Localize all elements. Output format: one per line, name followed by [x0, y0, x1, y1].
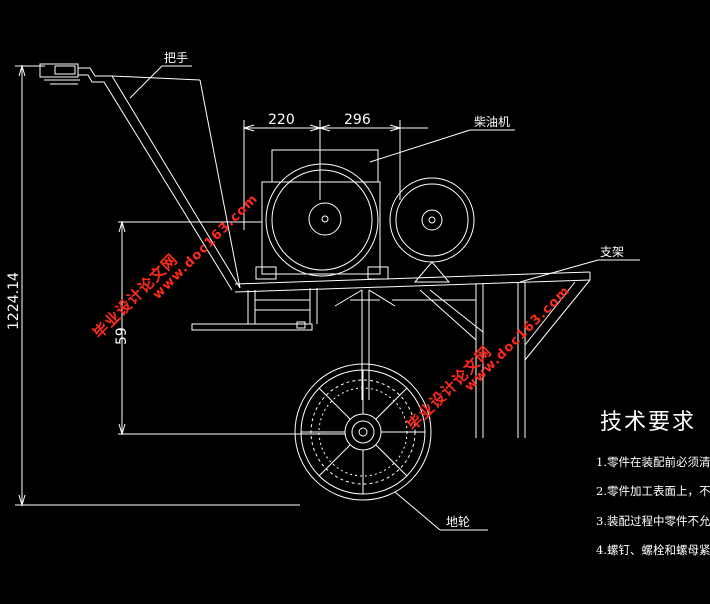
cad-drawing: 220 296 1224.14 59 把手 柴油机 支架 地轮 — [6, 51, 640, 531]
overall-height-dimension — [15, 64, 300, 507]
tech-requirement-item: 2.零件加工表面上，不 — [596, 484, 710, 498]
frame — [191, 271, 591, 438]
handle-bar — [39, 63, 241, 291]
dim-296: 296 — [344, 112, 371, 128]
dim-220: 220 — [268, 112, 295, 128]
label-frame: 支架 — [600, 245, 624, 259]
leader-lines — [129, 65, 640, 531]
label-handle: 把手 — [164, 51, 188, 65]
ground-wheel — [294, 363, 432, 501]
diesel-engine — [255, 149, 475, 283]
dim-1224: 1224.14 — [6, 272, 22, 330]
top-width-dimension — [242, 120, 428, 230]
partial-height-dimension — [118, 220, 345, 436]
tech-requirement-item: 1.零件在装配前必须清 — [596, 455, 710, 469]
label-ground-wheel: 地轮 — [446, 515, 470, 529]
tech-requirements-title: 技术要求 — [600, 410, 697, 435]
label-diesel-engine: 柴油机 — [474, 115, 510, 129]
dim-59: 59 — [114, 327, 130, 345]
tech-requirement-item: 3.装配过程中零件不允 — [596, 514, 710, 528]
tech-requirement-item: 4.螺钉、螺栓和螺母紧 — [596, 543, 710, 557]
